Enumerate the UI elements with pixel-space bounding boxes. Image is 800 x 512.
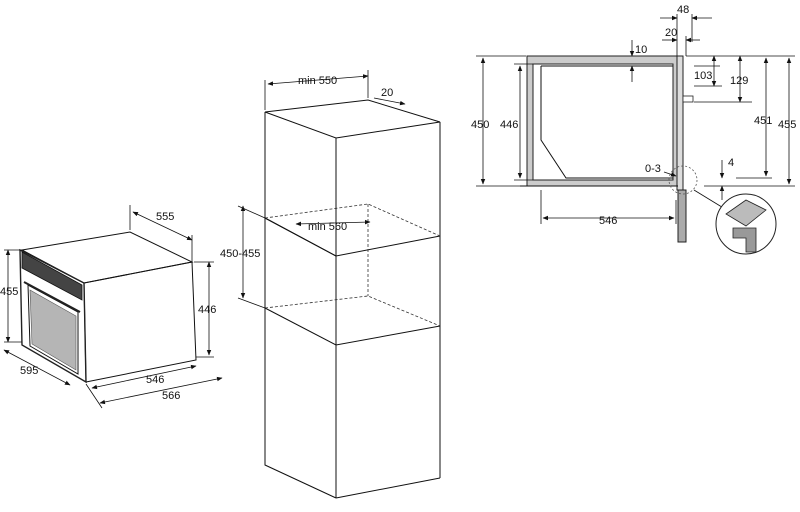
section-455-label: 455 bbox=[778, 119, 796, 131]
oven-side-face bbox=[83, 261, 197, 383]
section-gap-label: 0-3 bbox=[645, 163, 661, 175]
cabinet-width-label: min 550 bbox=[298, 75, 337, 87]
oven-body-depth-dim bbox=[91, 364, 197, 390]
oven-front-face bbox=[19, 248, 87, 384]
oven-depth-label: 555 bbox=[156, 211, 174, 223]
section-door bbox=[676, 55, 684, 191]
oven-handle bbox=[23, 281, 81, 313]
oven-depth-dim bbox=[132, 211, 193, 241]
section-451-label: 451 bbox=[754, 115, 772, 127]
cabinet-niche-depth-label: min 560 bbox=[308, 221, 347, 233]
cabinet-rear-gap-label: 20 bbox=[381, 87, 393, 99]
section-103-label: 103 bbox=[694, 70, 712, 82]
section-4-label: 4 bbox=[728, 157, 734, 169]
oven-control-panel bbox=[21, 251, 83, 301]
section-20-label: 20 bbox=[665, 27, 677, 39]
section-48-label: 48 bbox=[677, 4, 689, 16]
section-cabinet-panel bbox=[677, 189, 687, 243]
cabinet-rear-gap-dim bbox=[373, 97, 406, 106]
cabinet-niche-height-label: 450-455 bbox=[220, 248, 260, 260]
oven-width-dim bbox=[3, 349, 71, 386]
cabinet-top-face bbox=[264, 99, 441, 139]
section-drawing: 48 20 10 103 129 450 446 451 455 bbox=[471, 4, 796, 255]
section-450-label: 450 bbox=[471, 119, 489, 131]
cabinet-width-dim bbox=[267, 74, 369, 86]
oven-total-depth-dim bbox=[99, 376, 223, 405]
oven-total-depth-label: 566 bbox=[162, 390, 180, 402]
oven-side-height-label: 446 bbox=[198, 304, 216, 316]
oven-front-height-label: 455 bbox=[0, 286, 18, 298]
section-446-label: 446 bbox=[500, 119, 518, 131]
oven-glass bbox=[29, 289, 77, 371]
section-546-label: 546 bbox=[599, 215, 617, 227]
oven-body-depth-label: 546 bbox=[146, 374, 164, 386]
section-10-label: 10 bbox=[635, 44, 647, 56]
cabinet-drawing: min 550 20 min 560 450-455 bbox=[220, 70, 441, 499]
oven-width-label: 595 bbox=[20, 365, 38, 377]
cabinet-niche-depth-dim bbox=[295, 219, 371, 227]
oven-drawing: 555 455 446 595 546 566 bbox=[0, 205, 223, 409]
section-129-label: 129 bbox=[730, 75, 748, 87]
